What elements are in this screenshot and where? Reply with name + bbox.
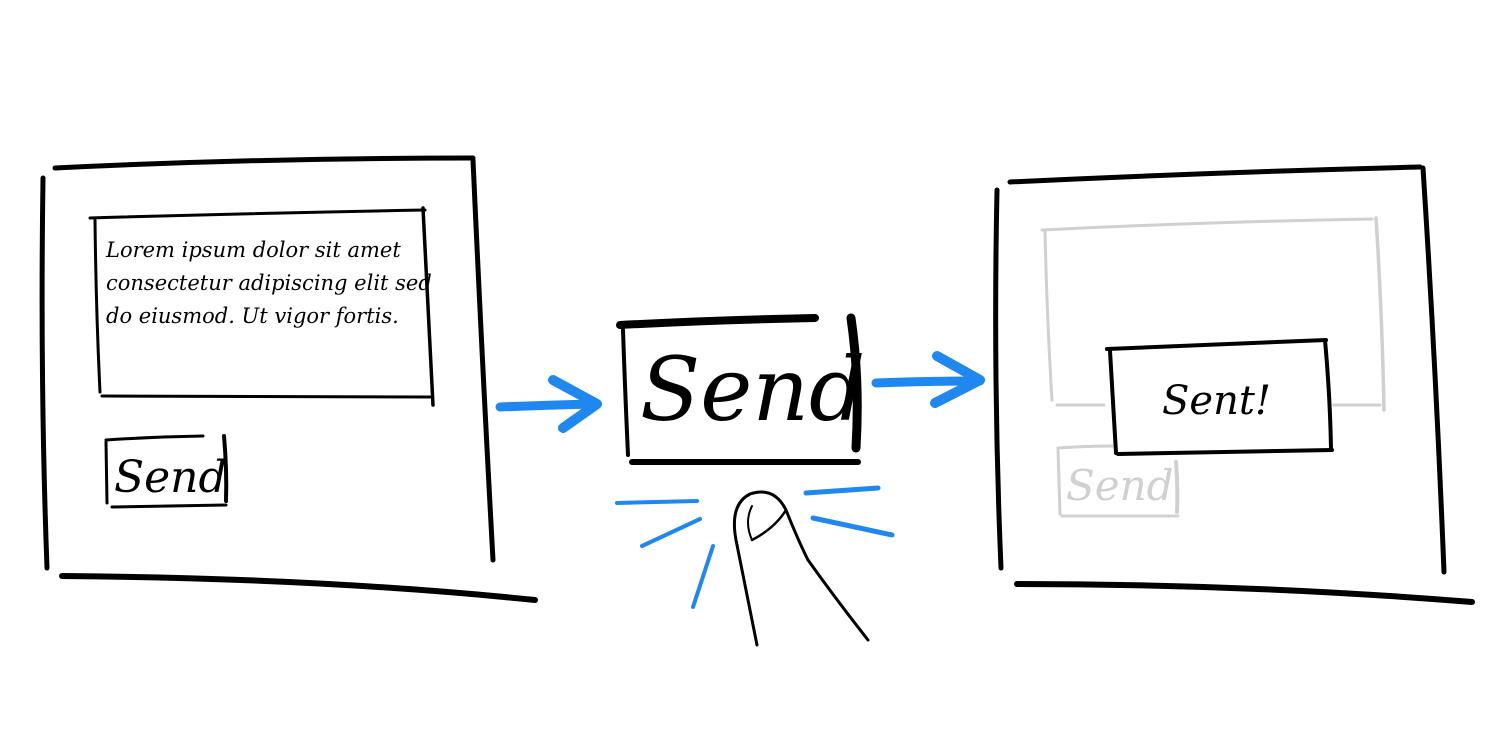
faded-send-button-label: Send: [1066, 461, 1174, 510]
sent-confirmation-dialog: Sent!: [1105, 338, 1334, 456]
send-button-small[interactable]: Send: [104, 434, 229, 509]
message-text-line-2: consectetur adipiscing elit sed: [106, 271, 432, 295]
sent-confirmation-label: Sent!: [1162, 378, 1271, 424]
left-screen-frame: [39, 155, 538, 603]
faded-message-box: [1040, 216, 1386, 412]
message-text-line-1: Lorem ipsum dolor sit amet: [105, 238, 401, 262]
message-text-box: [88, 206, 435, 407]
send-button-small-label: Send: [114, 452, 227, 503]
message-text-line-3: do eiusmod. Ut vigor fortis.: [106, 304, 399, 328]
arrow-right-icon: [871, 351, 985, 408]
send-button-large-label: Send: [640, 338, 865, 441]
send-button-large[interactable]: Send: [616, 313, 865, 465]
right-screen-frame: [993, 164, 1475, 605]
finger-tap-icon: [732, 490, 870, 647]
faded-send-button: Send: [1056, 444, 1180, 518]
arrow-right-icon: [495, 375, 602, 433]
tap-burst-lines: [615, 485, 895, 609]
